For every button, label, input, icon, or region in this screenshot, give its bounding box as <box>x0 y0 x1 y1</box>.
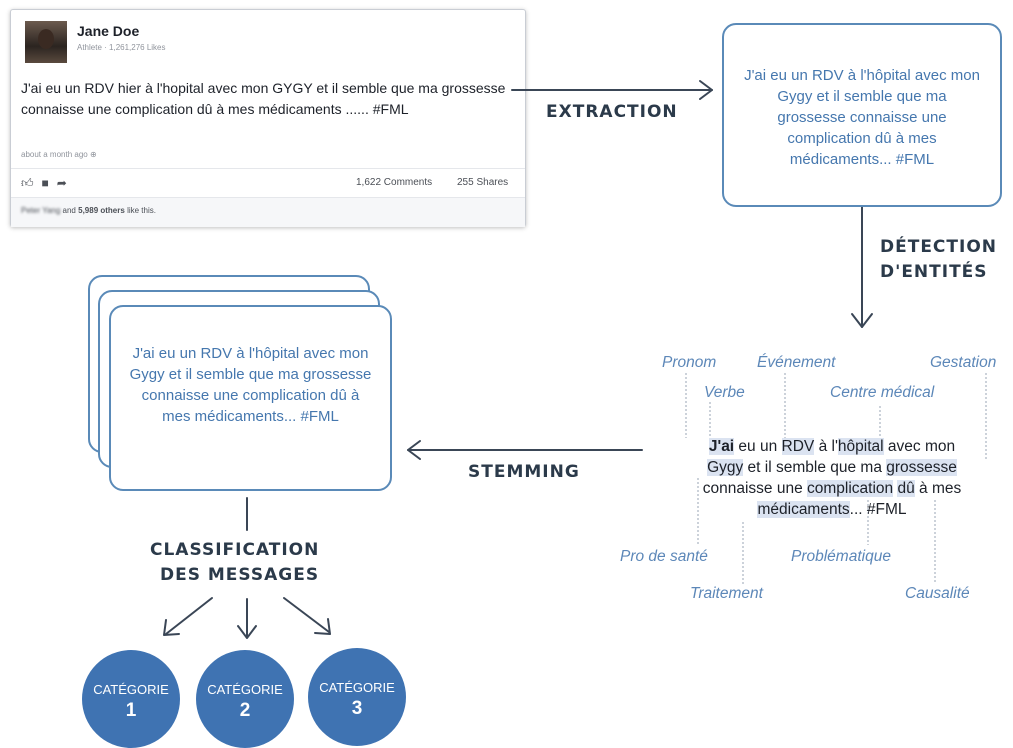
token-text: connaisse une <box>702 480 808 497</box>
category-1-number: 1 <box>125 700 137 721</box>
token-gestation: grossesse <box>886 459 957 476</box>
avatar[interactable] <box>25 21 67 63</box>
likes-count[interactable]: 5,989 others <box>78 206 125 215</box>
step-detection-line1: DÉTECTION <box>880 237 998 257</box>
token-evenement: RDV <box>781 438 815 455</box>
step-extraction: EXTRACTION <box>546 102 678 122</box>
share-icon[interactable]: ➦ <box>56 176 75 190</box>
entity-causalite: Causalité <box>905 585 970 602</box>
token-text: à l' <box>814 438 838 455</box>
post-author-name[interactable]: Jane Doe <box>77 23 140 39</box>
token-traitement: médicaments <box>757 501 850 518</box>
likes-summary: Peter Yang and 5,989 others like this. <box>21 206 156 215</box>
token-centre-medical: hôpital <box>837 438 884 455</box>
entity-gestation: Gestation <box>930 354 997 371</box>
category-3-number: 3 <box>351 698 363 719</box>
category-1-label: CATÉGORIE <box>93 682 169 697</box>
divider <box>11 168 525 169</box>
arrow-cat3 <box>283 597 330 633</box>
facebook-post: Jane Doe Athlete · 1,261,276 Likes J'ai … <box>10 9 526 227</box>
entity-evenement: Événement <box>757 354 836 371</box>
category-3-circle: CATÉGORIE 3 <box>308 648 406 746</box>
entity-pronom: Pronom <box>662 354 717 371</box>
step-classification-line2: DES MESSAGES <box>160 565 320 585</box>
likes-bar <box>11 197 525 227</box>
post-text: J'ai eu un RDV hier à l'hopital avec mon… <box>21 80 506 117</box>
step-stemming: STEMMING <box>468 462 580 482</box>
token-text: à mes <box>914 480 962 497</box>
token-text: ... #FML <box>849 501 907 518</box>
like-icon[interactable]: 👍︎ <box>21 176 42 190</box>
arrow-extraction-head <box>699 80 713 100</box>
likes-names[interactable]: Peter Yang <box>21 206 61 215</box>
token-text: eu un <box>734 438 782 455</box>
globe-icon: ⊕ <box>89 150 97 159</box>
category-2-label: CATÉGORIE <box>207 682 283 697</box>
token-verbe: ai <box>721 438 735 455</box>
token-problematique: complication <box>807 480 894 497</box>
extracted-message-box: J'ai eu un RDV à l'hôpital avec mon Gygy… <box>722 23 1002 207</box>
likes-and: and <box>62 206 76 215</box>
arrow-stemming-head <box>407 440 421 460</box>
arrow-cat2-head <box>237 625 257 639</box>
post-time-text: about a month ago <box>21 150 88 159</box>
post-author-subtitle: Athlete · 1,261,276 Likes <box>77 43 166 52</box>
entity-centre-medical: Centre médical <box>830 384 935 401</box>
token-pro-sante: Gygy <box>707 459 744 476</box>
shares-count[interactable]: 255 Shares <box>457 177 509 188</box>
entity-problematique: Problématique <box>791 548 891 565</box>
post-timestamp: about a month ago ⊕ <box>21 150 97 159</box>
token-pronom: J' <box>708 438 722 455</box>
token-text: avec mon <box>883 438 956 455</box>
step-classification-line1: CLASSIFICATION <box>150 540 320 560</box>
category-1-circle: CATÉGORIE 1 <box>82 650 180 748</box>
token-causalite: dû <box>897 480 915 497</box>
entity-traitement: Traitement <box>690 585 763 602</box>
extracted-message-text: J'ai eu un RDV à l'hôpital avec mon Gygy… <box>744 67 980 168</box>
token-text: et il semble que ma <box>743 459 887 476</box>
category-2-number: 2 <box>239 700 251 721</box>
entity-pro-sante: Pro de santé <box>620 548 708 565</box>
post-actions: 👍︎■➦ <box>21 176 75 191</box>
entity-verbe: Verbe <box>704 384 745 401</box>
arrow-cat1 <box>165 597 213 635</box>
comment-icon[interactable]: ■ <box>41 176 57 190</box>
arrow-cat3-head <box>314 618 331 635</box>
comments-count[interactable]: 1,622 Comments <box>356 177 433 188</box>
arrow-detection-head <box>851 313 873 328</box>
stemmed-message-text: J'ai eu un RDV à l'hôpital avec mon Gygy… <box>129 345 372 425</box>
step-detection-line2: D'ENTITÉS <box>880 262 988 282</box>
category-3-label: CATÉGORIE <box>319 680 395 695</box>
stemmed-message-box: J'ai eu un RDV à l'hôpital avec mon Gygy… <box>109 305 392 491</box>
arrow-cat1-head <box>163 619 180 636</box>
likes-tail: like this. <box>127 206 156 215</box>
category-2-circle: CATÉGORIE 2 <box>196 650 294 748</box>
